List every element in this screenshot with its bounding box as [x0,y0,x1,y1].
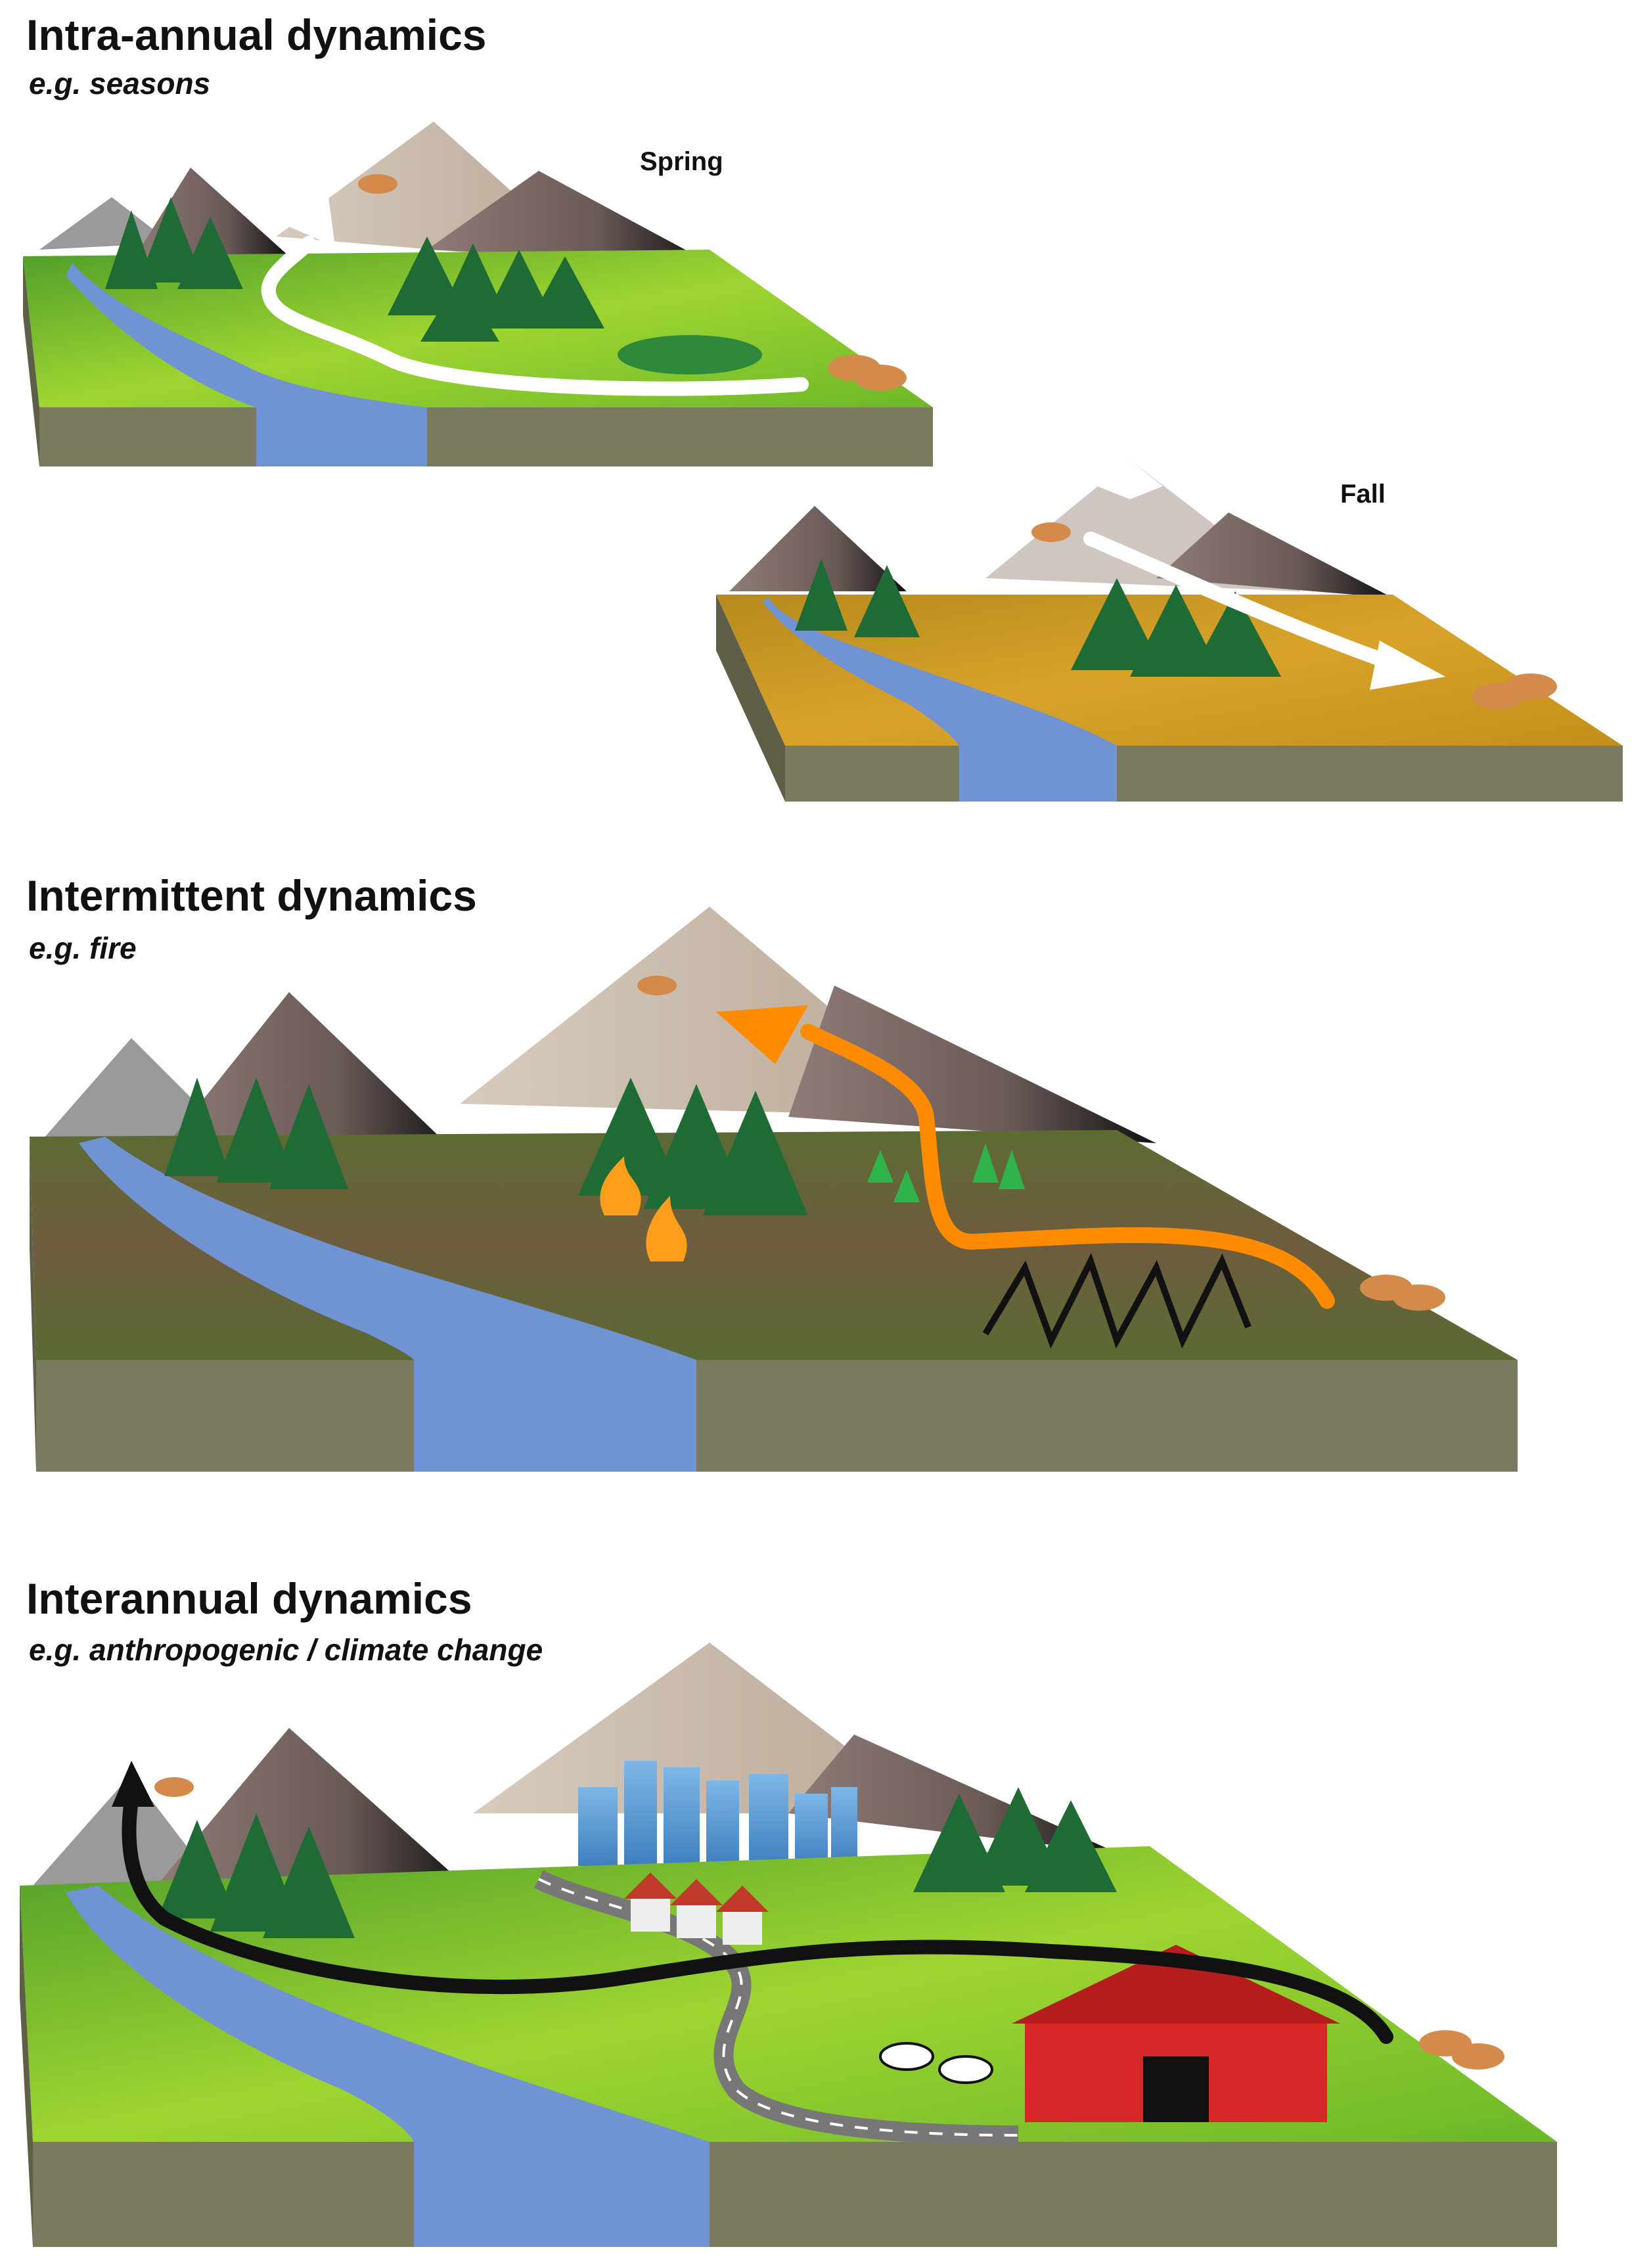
fall-soil-front [785,746,1623,802]
fire-mountain-back [158,992,460,1156]
fire-migration-arrow [800,1024,1335,1309]
houses-icon [624,1872,769,1945]
deer-icon [154,1777,1504,2070]
grass-icon [867,1143,1025,1202]
barn-icon [1012,1945,1340,2122]
anthropogenic-landscape [20,1643,1557,2247]
burnt-shrubs-icon [982,1252,1252,1349]
fall-landscape [716,460,1623,802]
spring-migration-arrow [261,236,809,396]
anthro-migration-arrow [122,1793,1393,2044]
section-subtitle-interannual: e.g. anthropogenic / climate change [29,1633,543,1667]
anthro-mountain-peak [473,1643,933,1813]
fall-migration-arrow [1083,532,1400,671]
section-title-intermittent: Intermittent dynamics [26,871,477,920]
spring-arrow-head [289,197,335,246]
fall-river [762,598,1117,802]
spring-mountain-right [427,171,710,263]
fall-snowcap [1097,460,1163,499]
deer-icon [358,174,907,391]
spring-soil-front [39,407,933,466]
deer-icon [637,976,1445,1311]
fire-landscape [30,907,1518,1472]
section-title-interannual: Interannual dynamics [26,1574,472,1623]
anthro-river [66,1886,710,2247]
fire-arrow-head [716,1005,808,1064]
fire-soil-front [36,1360,1518,1472]
cows-icon [879,2042,993,2084]
anthro-forest [158,1787,1117,1938]
anthro-mountain-back [151,1728,473,1892]
deer-icon [1031,522,1557,710]
fall-label: Fall [1340,480,1386,509]
spring-river [66,263,427,466]
fall-soil-side [716,595,785,802]
spring-soil-side [23,256,39,466]
fall-arrow-head [1370,641,1445,690]
fire-mountain-right [788,986,1156,1143]
fire-soil-side [30,1137,36,1472]
fall-mountain-left [729,506,907,591]
anthro-soil-side [20,1886,33,2247]
section-subtitle-intra-annual: e.g. seasons [29,66,211,101]
anthro-soil-front [33,2142,1557,2247]
section-title-intra-annual: Intra-annual dynamics [26,11,487,59]
fire-forest [164,1077,808,1215]
spring-forest [105,197,604,342]
spring-shrubs [618,335,762,374]
fall-forest [795,558,1281,677]
section-subtitle-intermittent: e.g. fire [29,931,137,965]
spring-landscape [23,122,933,466]
fire-river [79,1137,696,1472]
anthro-arrow-head [112,1761,154,1807]
fire-icon [600,1156,687,1261]
city-skyline [578,1761,857,1866]
spring-label: Spring [640,147,723,176]
fall-mountain-right [1156,512,1393,598]
